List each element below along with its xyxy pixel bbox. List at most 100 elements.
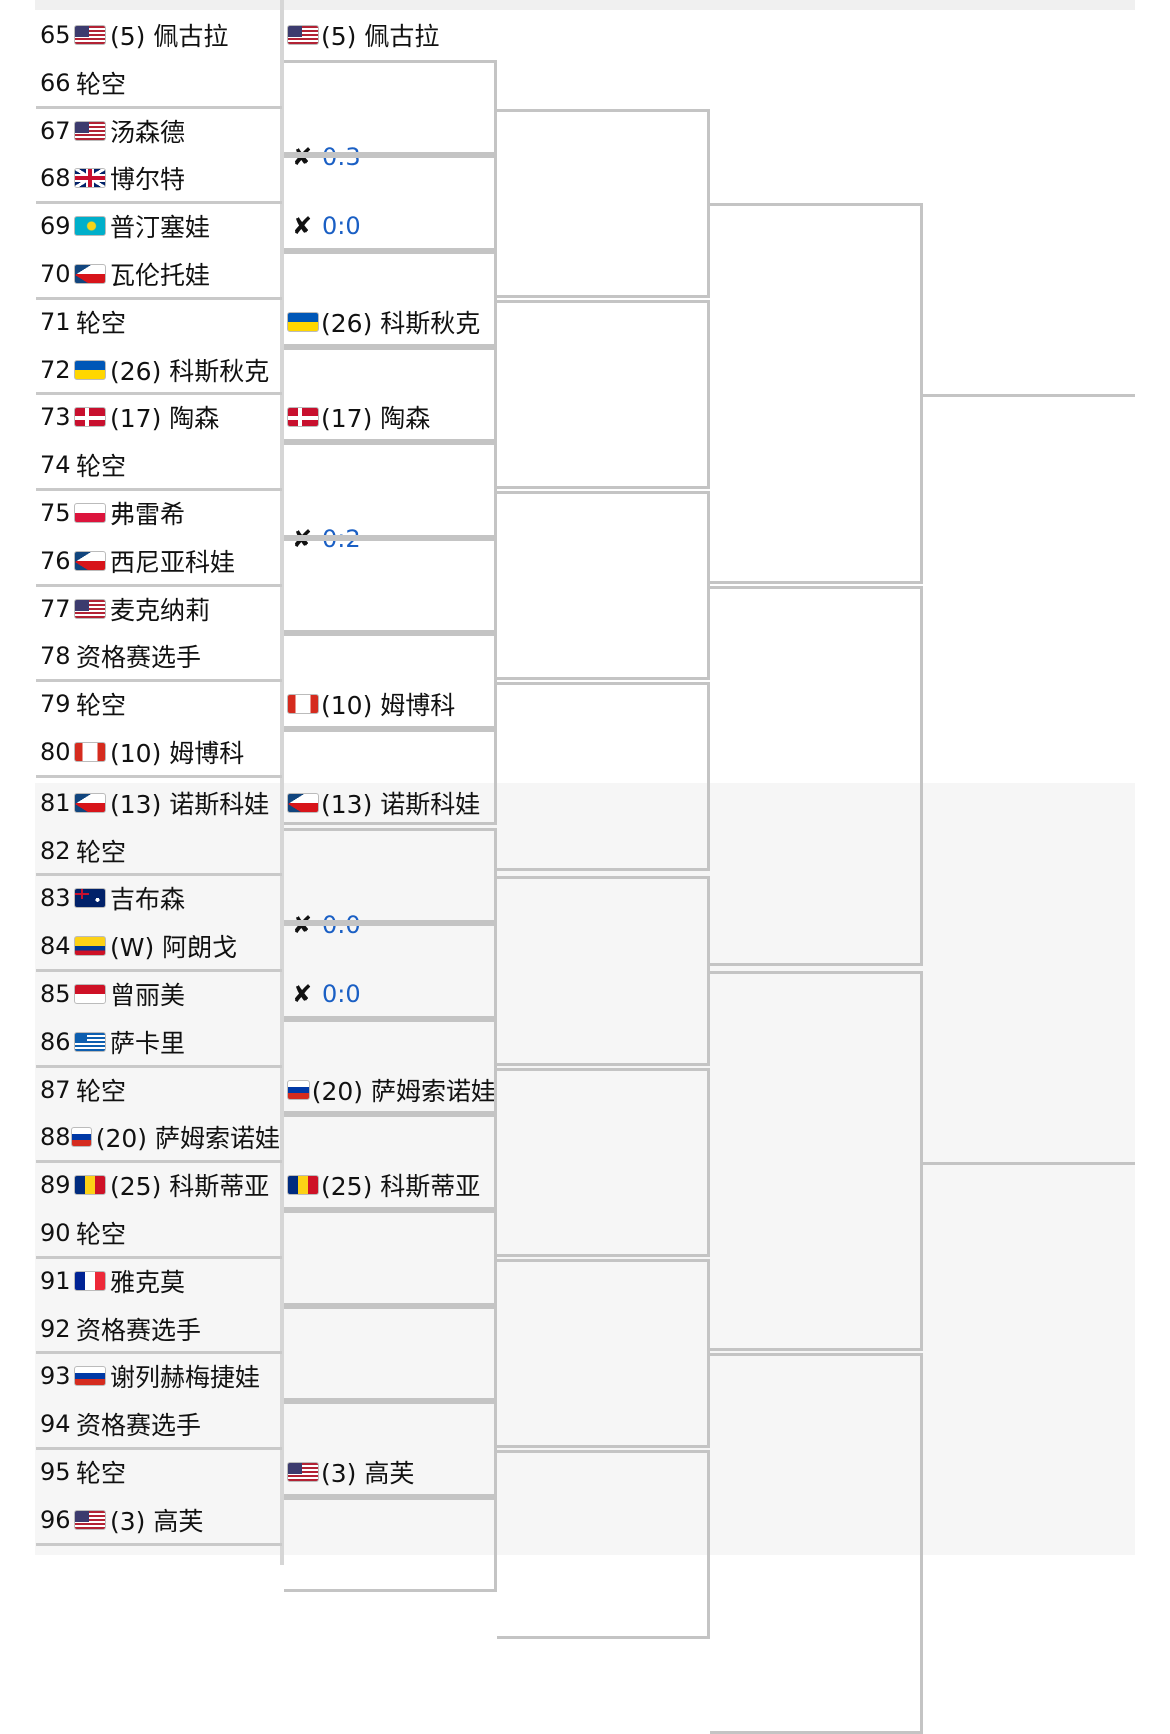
player-name: 资格赛选手 bbox=[76, 1411, 202, 1441]
player-name: 博尔特 bbox=[110, 165, 186, 195]
match-divider bbox=[36, 583, 282, 587]
round2-slot[interactable]: (17) 陶森 bbox=[284, 394, 496, 440]
round2-slot[interactable]: ✘ 0:0 bbox=[284, 971, 496, 1017]
ua-flag-icon bbox=[74, 359, 106, 380]
player-name: (3) 高芙 bbox=[321, 1459, 415, 1488]
fr-flag-icon bbox=[74, 1270, 106, 1291]
player-name: 轮空 bbox=[76, 691, 127, 721]
ru-flag-icon bbox=[70, 1127, 92, 1148]
kz-flag-icon bbox=[74, 216, 106, 237]
round4-match-box bbox=[710, 1353, 923, 1734]
player-name: (26) 科斯秋克 bbox=[321, 308, 481, 338]
match-divider bbox=[36, 488, 282, 491]
draw-position: 81 bbox=[40, 788, 71, 817]
round2-slot[interactable]: (3) 高芙 bbox=[284, 1449, 496, 1495]
round2-match-box bbox=[284, 729, 497, 825]
ca-flag-icon bbox=[74, 742, 106, 762]
round1-entry[interactable]: 81 (13) 诺斯科娃 bbox=[36, 780, 280, 826]
round1-entry[interactable]: 88(20) 萨姆索诺娃 bbox=[36, 1114, 280, 1160]
round1-entry[interactable]: 84 (W) 阿朗戈 bbox=[36, 923, 280, 969]
player-name: (25) 科斯蒂亚 bbox=[110, 1172, 270, 1202]
round2-slot[interactable]: ✘0:0 bbox=[284, 203, 496, 249]
player-name: (17) 陶森 bbox=[321, 404, 431, 434]
round4-match-box bbox=[710, 971, 923, 1352]
player-name: 轮空 bbox=[76, 1220, 127, 1249]
player-name: 汤森德 bbox=[110, 117, 186, 147]
round1-entry[interactable]: 72 (26) 科斯秋克 bbox=[36, 347, 280, 393]
player-name: (17) 陶森 bbox=[110, 404, 220, 434]
round1-entry[interactable]: 96(3) 高芙 bbox=[36, 1497, 280, 1543]
draw-position: 76 bbox=[40, 546, 71, 575]
player-name: 轮空 bbox=[76, 1076, 127, 1106]
draw-position: 90 bbox=[40, 1219, 71, 1247]
round2-match-box bbox=[284, 1114, 497, 1210]
match-divider bbox=[36, 1351, 282, 1355]
gr-flag-icon bbox=[74, 1031, 106, 1052]
round2-slot[interactable]: (5) 佩古拉 bbox=[284, 12, 496, 58]
round2-match-box bbox=[284, 1496, 497, 1593]
round2-match-box bbox=[284, 827, 497, 924]
player-name: 资格赛选手 bbox=[76, 1315, 202, 1345]
round1-entry[interactable]: 80(10) 姆博科 bbox=[36, 729, 280, 775]
round2-slot[interactable]: (13) 诺斯科娃 bbox=[284, 780, 496, 826]
match-divider bbox=[36, 873, 282, 877]
player-name: (W) 阿朗戈 bbox=[110, 933, 238, 963]
round1-entry[interactable]: 89(25) 科斯蒂亚 bbox=[36, 1162, 280, 1208]
round2-slot[interactable]: (26) 科斯秋克 bbox=[284, 299, 496, 345]
draw-position: 84 bbox=[40, 932, 71, 961]
match-score[interactable]: 0:0 bbox=[322, 212, 361, 241]
match-divider bbox=[36, 1064, 282, 1068]
ru-flag-icon bbox=[287, 1079, 310, 1100]
match-divider bbox=[36, 296, 282, 300]
round1-entry[interactable]: 73(17) 陶森 bbox=[36, 394, 280, 440]
round1-entry[interactable]: 65(5) 佩古拉 bbox=[36, 12, 280, 58]
round2-slot[interactable]: (25) 科斯蒂亚 bbox=[284, 1162, 496, 1208]
player-name: (25) 科斯蒂亚 bbox=[321, 1172, 481, 1202]
dk-flag-icon bbox=[287, 407, 319, 428]
round1-right-border bbox=[280, 0, 284, 1565]
player-name: 轮空 bbox=[76, 1459, 127, 1488]
player-name: (13) 诺斯科娃 bbox=[110, 789, 270, 819]
player-name: (26) 科斯秋克 bbox=[110, 356, 270, 386]
draw-position: 65 bbox=[40, 21, 71, 49]
ru-flag-icon bbox=[74, 1366, 106, 1387]
us-flag-icon bbox=[287, 1462, 319, 1482]
round2-match-box bbox=[284, 1018, 497, 1115]
cz-flag-icon bbox=[287, 792, 319, 813]
crossed-rackets-icon: ✘ bbox=[291, 980, 313, 1008]
round2-slot[interactable]: (10) 姆博科 bbox=[284, 681, 496, 727]
cz-flag-icon bbox=[74, 792, 106, 813]
match-score[interactable]: 0:0 bbox=[322, 980, 361, 1008]
us-flag-icon bbox=[74, 1509, 106, 1530]
draw-position: 94 bbox=[40, 1410, 71, 1439]
round2-match-box bbox=[284, 923, 497, 1019]
draw-position: 70 bbox=[40, 260, 71, 288]
round2-slot[interactable]: (20) 萨姆索诺娃 bbox=[284, 1067, 496, 1113]
draw-position: 72 bbox=[40, 355, 71, 384]
round5-line bbox=[923, 1162, 1135, 1166]
